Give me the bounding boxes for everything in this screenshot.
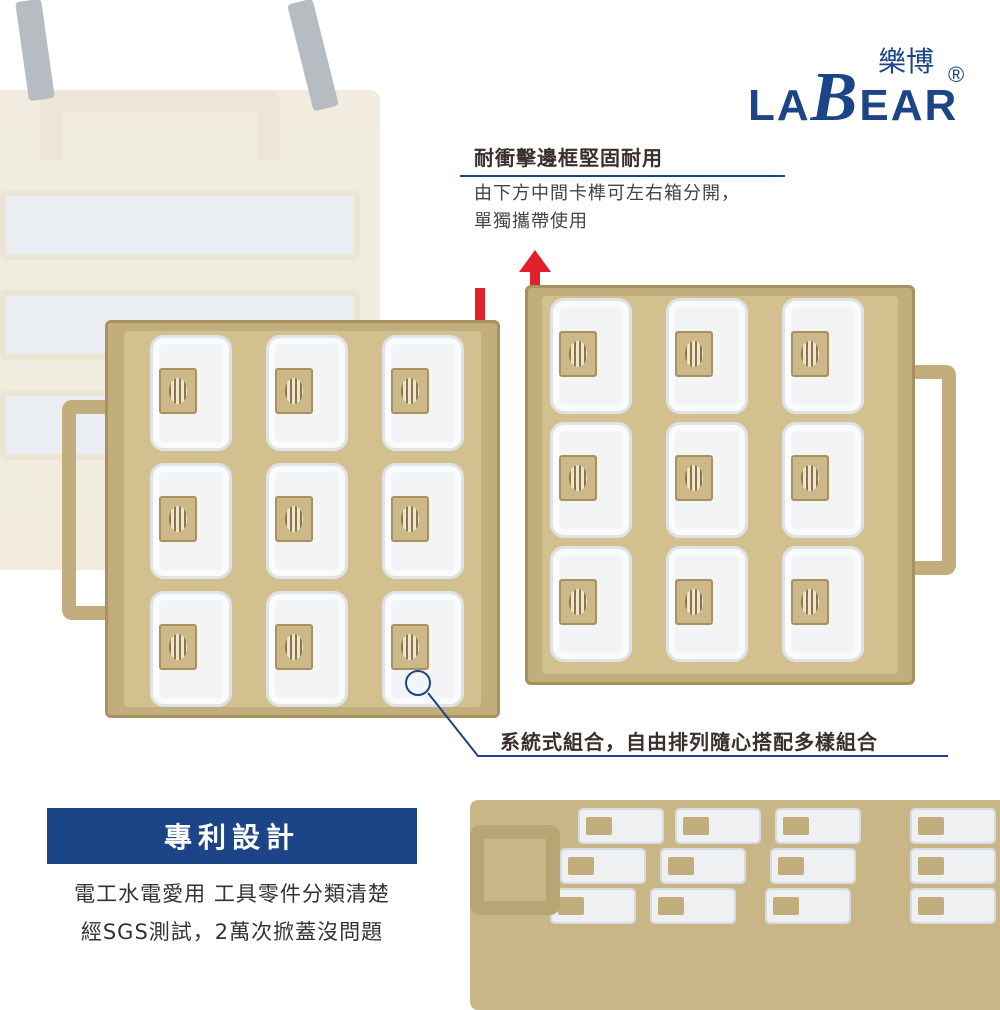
storage-box — [666, 298, 748, 414]
patent-banner: 專利設計 — [47, 808, 417, 864]
description-line-1: 電工水電愛用 工具零件分類清楚 — [74, 882, 390, 906]
storage-box — [150, 335, 232, 451]
box-latch — [791, 331, 829, 377]
description-line-2: 經SGS測試，2萬次掀蓋沒問題 — [80, 920, 384, 944]
storage-box — [550, 546, 632, 662]
photo-box — [650, 888, 736, 924]
storage-box — [782, 298, 864, 414]
photo-box — [910, 848, 996, 884]
photo-box — [910, 888, 996, 924]
photo-box — [550, 888, 636, 924]
photo-box — [775, 808, 861, 844]
box-latch — [275, 624, 313, 670]
storage-box — [782, 546, 864, 662]
box-latch — [159, 496, 197, 542]
photo-box — [910, 808, 996, 844]
divider — [460, 175, 785, 177]
storage-box — [150, 463, 232, 579]
box-latch — [275, 496, 313, 542]
photo-box — [578, 808, 664, 844]
box-latch — [791, 455, 829, 501]
storage-box — [382, 335, 464, 451]
photo-box — [765, 888, 851, 924]
brand-logo: 樂博 ® LABEAR — [748, 40, 978, 133]
box-latch — [391, 624, 429, 670]
box-latch — [559, 455, 597, 501]
storage-box — [266, 591, 348, 707]
feature-title: 耐衝擊邊框堅固耐用 — [474, 146, 663, 170]
feature-line-1: 由下方中間卡榫可左右箱分開， — [474, 183, 740, 204]
storage-box — [382, 463, 464, 579]
logo-chinese: 樂博 — [878, 46, 935, 77]
drawer-row — [0, 190, 360, 260]
storage-box — [666, 422, 748, 538]
feature-mid-title: 系統式組合，自由排列隨心搭配多樣組合 — [500, 730, 878, 754]
storage-box — [666, 546, 748, 662]
box-latch — [159, 368, 197, 414]
storage-box — [266, 335, 348, 451]
photo-handle — [470, 825, 560, 915]
storage-box — [150, 591, 232, 707]
feature-line-2: 單獨攜帶使用 — [474, 211, 588, 232]
box-latch — [275, 368, 313, 414]
photo-box — [675, 808, 761, 844]
box-latch — [675, 331, 713, 377]
photo-box — [560, 848, 646, 884]
box-latch — [675, 579, 713, 625]
right-tray — [525, 285, 915, 685]
box-latch — [159, 624, 197, 670]
box-latch — [559, 579, 597, 625]
storage-box — [782, 422, 864, 538]
registered-mark: ® — [948, 62, 965, 87]
box-latch — [559, 331, 597, 377]
storage-box — [550, 298, 632, 414]
box-latch — [675, 455, 713, 501]
photo-box — [660, 848, 746, 884]
box-latch — [391, 496, 429, 542]
storage-box — [550, 422, 632, 538]
box-latch — [391, 368, 429, 414]
callout-circle — [405, 670, 431, 696]
case-handle — [40, 90, 280, 160]
left-tray — [105, 320, 500, 718]
logo-wordmark: LABEAR — [748, 59, 959, 136]
box-latch — [791, 579, 829, 625]
photo-box — [770, 848, 856, 884]
storage-box — [266, 463, 348, 579]
